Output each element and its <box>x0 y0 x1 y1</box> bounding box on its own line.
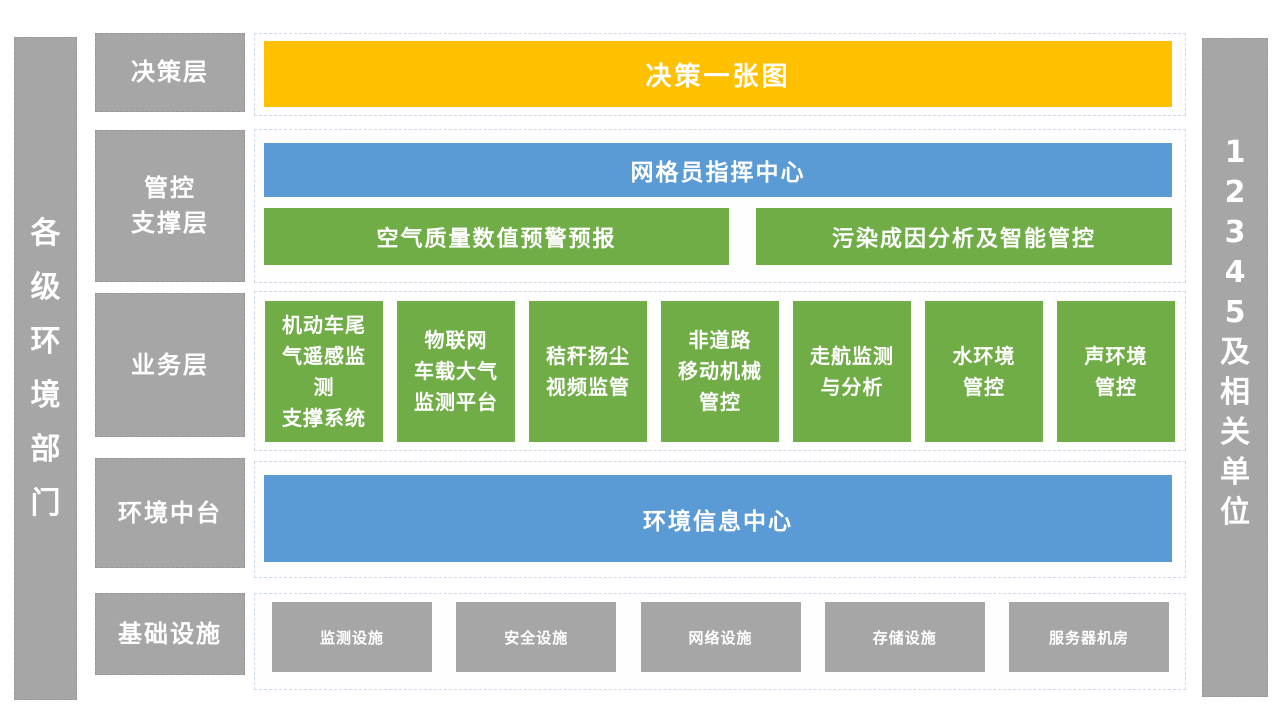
right-sidebar-related-units: 1 2 3 4 5 及 相 关 单 位 <box>1202 38 1268 697</box>
left-sidebar-departments: 各 级 环 境 部 门 <box>14 37 77 700</box>
panel-control-support-layer: 网格员指挥中心 空气质量数值预警预报 污染成因分析及智能管控 <box>254 129 1186 283</box>
panel-infrastructure-layer: 监测设施 安全设施 网络设施 存储设施 服务器机房 <box>254 593 1186 690</box>
business-item-vehicle-exhaust: 机动车尾 气遥感监 测 支撑系统 <box>265 301 383 442</box>
layer-label-control-support: 管控 支撑层 <box>95 130 245 282</box>
left-sidebar-label: 各 级 环 境 部 门 <box>30 215 61 521</box>
grid-command-center-bar: 网格员指挥中心 <box>264 143 1172 197</box>
right-sidebar-label: 1 2 3 4 5 及 相 关 单 位 <box>1220 134 1250 530</box>
infra-item-security: 安全设施 <box>456 602 617 672</box>
business-item-iot-vehicle-air: 物联网 车载大气 监测平台 <box>397 301 515 442</box>
decision-map-bar: 决策一张图 <box>264 41 1172 107</box>
pollution-analysis-bar: 污染成因分析及智能管控 <box>756 208 1172 265</box>
business-item-straw-dust-video: 秸秆扬尘 视频监管 <box>529 301 647 442</box>
env-info-center-bar: 环境信息中心 <box>264 475 1172 562</box>
control-support-green-row: 空气质量数值预警预报 污染成因分析及智能管控 <box>264 208 1172 265</box>
business-item-non-road-machinery: 非道路 移动机械 管控 <box>661 301 779 442</box>
panel-business-layer: 机动车尾 气遥感监 测 支撑系统 物联网 车载大气 监测平台 秸秆扬尘 视频监管… <box>254 291 1186 451</box>
business-item-water-env: 水环境 管控 <box>925 301 1043 442</box>
layer-label-env-platform: 环境中台 <box>95 458 245 568</box>
infra-item-monitoring: 监测设施 <box>272 602 432 672</box>
panel-env-platform-layer: 环境信息中心 <box>254 461 1186 578</box>
business-items-row: 机动车尾 气遥感监 测 支撑系统 物联网 车载大气 监测平台 秸秆扬尘 视频监管… <box>265 301 1175 442</box>
air-quality-forecast-bar: 空气质量数值预警预报 <box>264 208 729 265</box>
infrastructure-items-row: 监测设施 安全设施 网络设施 存储设施 服务器机房 <box>272 602 1169 672</box>
infra-item-network: 网络设施 <box>640 602 801 672</box>
infra-item-server-room: 服务器机房 <box>1009 602 1169 672</box>
panel-decision-layer: 决策一张图 <box>254 33 1186 116</box>
layer-label-business: 业务层 <box>95 293 245 437</box>
infra-item-storage: 存储设施 <box>824 602 985 672</box>
business-item-mobile-monitoring: 走航监测 与分析 <box>793 301 911 442</box>
layer-label-infrastructure: 基础设施 <box>95 593 245 675</box>
business-item-noise-env: 声环境 管控 <box>1057 301 1175 442</box>
layer-label-decision: 决策层 <box>95 33 245 112</box>
